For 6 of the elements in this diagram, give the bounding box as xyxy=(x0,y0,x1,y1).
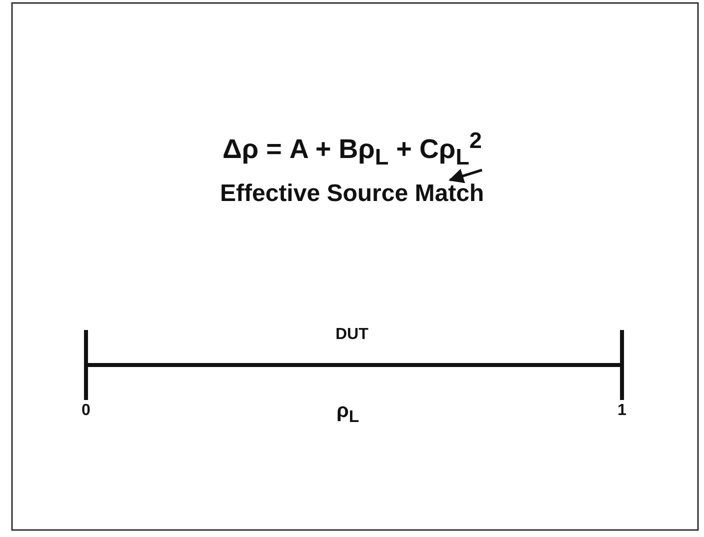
line-label: DUT xyxy=(336,326,368,344)
variable-label: ρ$_{L}$ xyxy=(336,400,360,427)
leader-arrow xyxy=(448,168,482,184)
caption-text: Effective Source Match xyxy=(220,180,484,208)
scale-value: 1 xyxy=(618,402,626,420)
scale-value: 0 xyxy=(82,402,90,420)
